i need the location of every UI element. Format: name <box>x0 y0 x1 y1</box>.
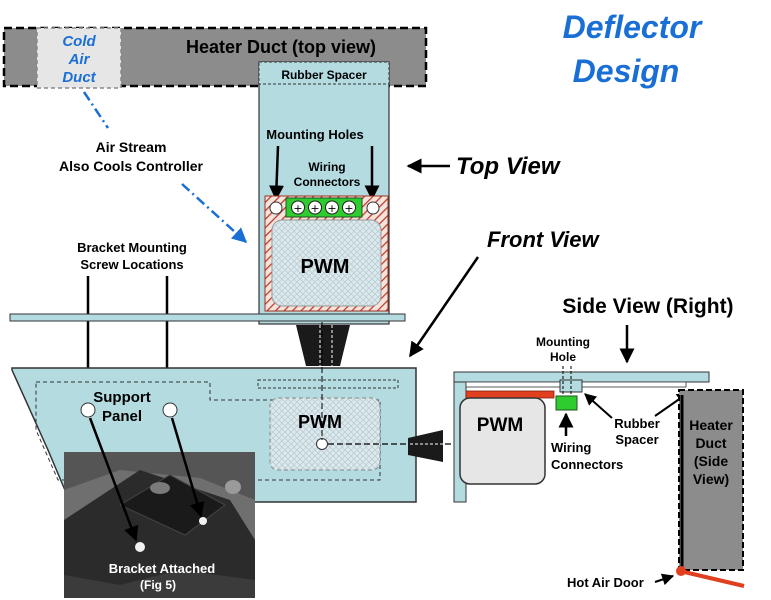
front-view-arrow <box>408 256 480 358</box>
mounting-hole-side-label-2: Hole <box>550 350 576 364</box>
screw-location-right <box>162 402 178 418</box>
svg-text:+: + <box>344 202 353 215</box>
wiring-connector-block <box>285 197 363 218</box>
svg-text:+: + <box>293 202 302 215</box>
photo-arrow-left <box>88 417 139 542</box>
hot-air-door <box>679 569 745 588</box>
wiring-connectors-top-label-2: Connectors <box>294 175 361 189</box>
hot-air-door-arrow <box>654 573 675 586</box>
photo-arrow-right <box>170 417 205 518</box>
heater-duct-side-label-3: (Side <box>694 453 728 469</box>
pwm-front <box>269 397 381 471</box>
deflector-side <box>408 430 443 462</box>
top-view-bar <box>9 313 406 322</box>
svg-text:+: + <box>310 202 319 215</box>
side-view-label: Side View (Right) <box>562 295 733 318</box>
rubber-spacer-side-label-2: Spacer <box>615 432 658 447</box>
cold-air-duct-label-1: Cold <box>62 33 96 50</box>
air-stream-arrow-upper <box>82 91 110 129</box>
air-stream-label-2: Also Cools Controller <box>59 158 203 174</box>
mounting-hole-side-label-1: Mounting <box>536 335 590 349</box>
front-view-label: Front View <box>487 227 601 252</box>
pwm-front-hole <box>316 438 328 450</box>
wiring-connectors-top-label-1: Wiring <box>308 160 345 174</box>
bracket-screw-label-1: Bracket Mounting <box>77 240 187 255</box>
title-line-1: Deflector <box>563 9 703 45</box>
wiring-connectors-side-label-2: Connectors <box>551 457 623 472</box>
rubber-spacer-side-label-1: Rubber <box>614 416 660 431</box>
heater-duct-side <box>678 389 744 571</box>
heater-duct-side-label-2: Duct <box>695 435 726 451</box>
svg-text:+: + <box>327 202 336 215</box>
cold-air-duct-label-2: Air <box>68 51 91 68</box>
heater-duct-top-label: Heater Duct (top view) <box>186 37 376 57</box>
red-gasket <box>465 390 555 399</box>
rubber-spacer-top <box>258 61 390 85</box>
deflector-top <box>296 325 350 366</box>
pwm-front-label: PWM <box>298 412 342 432</box>
air-stream-label-1: Air Stream <box>96 139 167 155</box>
top-view-label: Top View <box>456 153 561 180</box>
screw-location-left <box>80 402 96 418</box>
cold-air-duct-label-3: Duct <box>62 69 96 86</box>
wiring-connectors-side-label-1: Wiring <box>551 440 591 455</box>
hot-air-door-label: Hot Air Door <box>567 575 644 590</box>
heater-duct-side-label-1: Heater <box>689 417 733 433</box>
wiring-connector-side <box>555 395 578 411</box>
support-panel-label-2: Panel <box>102 408 142 425</box>
mounting-hole-right <box>366 201 380 215</box>
mounting-holes-label: Mounting Holes <box>266 127 364 142</box>
cold-air-duct <box>36 27 122 89</box>
hot-air-door-hinge <box>676 566 686 576</box>
mounting-hole-arrow-left <box>269 145 285 201</box>
pwm-top-label: PWM <box>301 256 350 278</box>
pwm-side-label: PWM <box>477 415 523 436</box>
support-panel-label-1: Support <box>93 389 151 406</box>
pwm-top-body <box>271 219 382 307</box>
mounting-hole-left <box>269 201 283 215</box>
pwm-side <box>459 397 546 485</box>
bracket-screw-label-2: Screw Locations <box>80 257 183 272</box>
bracket-attached-label-2: (Fig 5) <box>140 578 176 592</box>
heater-duct-side-label-4: View) <box>693 471 729 487</box>
rubber-spacer-arrow-left <box>584 393 613 419</box>
air-stream-arrow-lower <box>181 183 248 244</box>
bracket-photo <box>64 452 255 598</box>
bracket-attached-label-1: Bracket Attached <box>109 561 216 576</box>
rubber-spacer-top-label: Rubber Spacer <box>281 68 367 82</box>
support-panel-top-strip <box>257 379 399 389</box>
title-line-2: Design <box>573 53 680 89</box>
connector-pins: + + + + <box>291 200 356 215</box>
